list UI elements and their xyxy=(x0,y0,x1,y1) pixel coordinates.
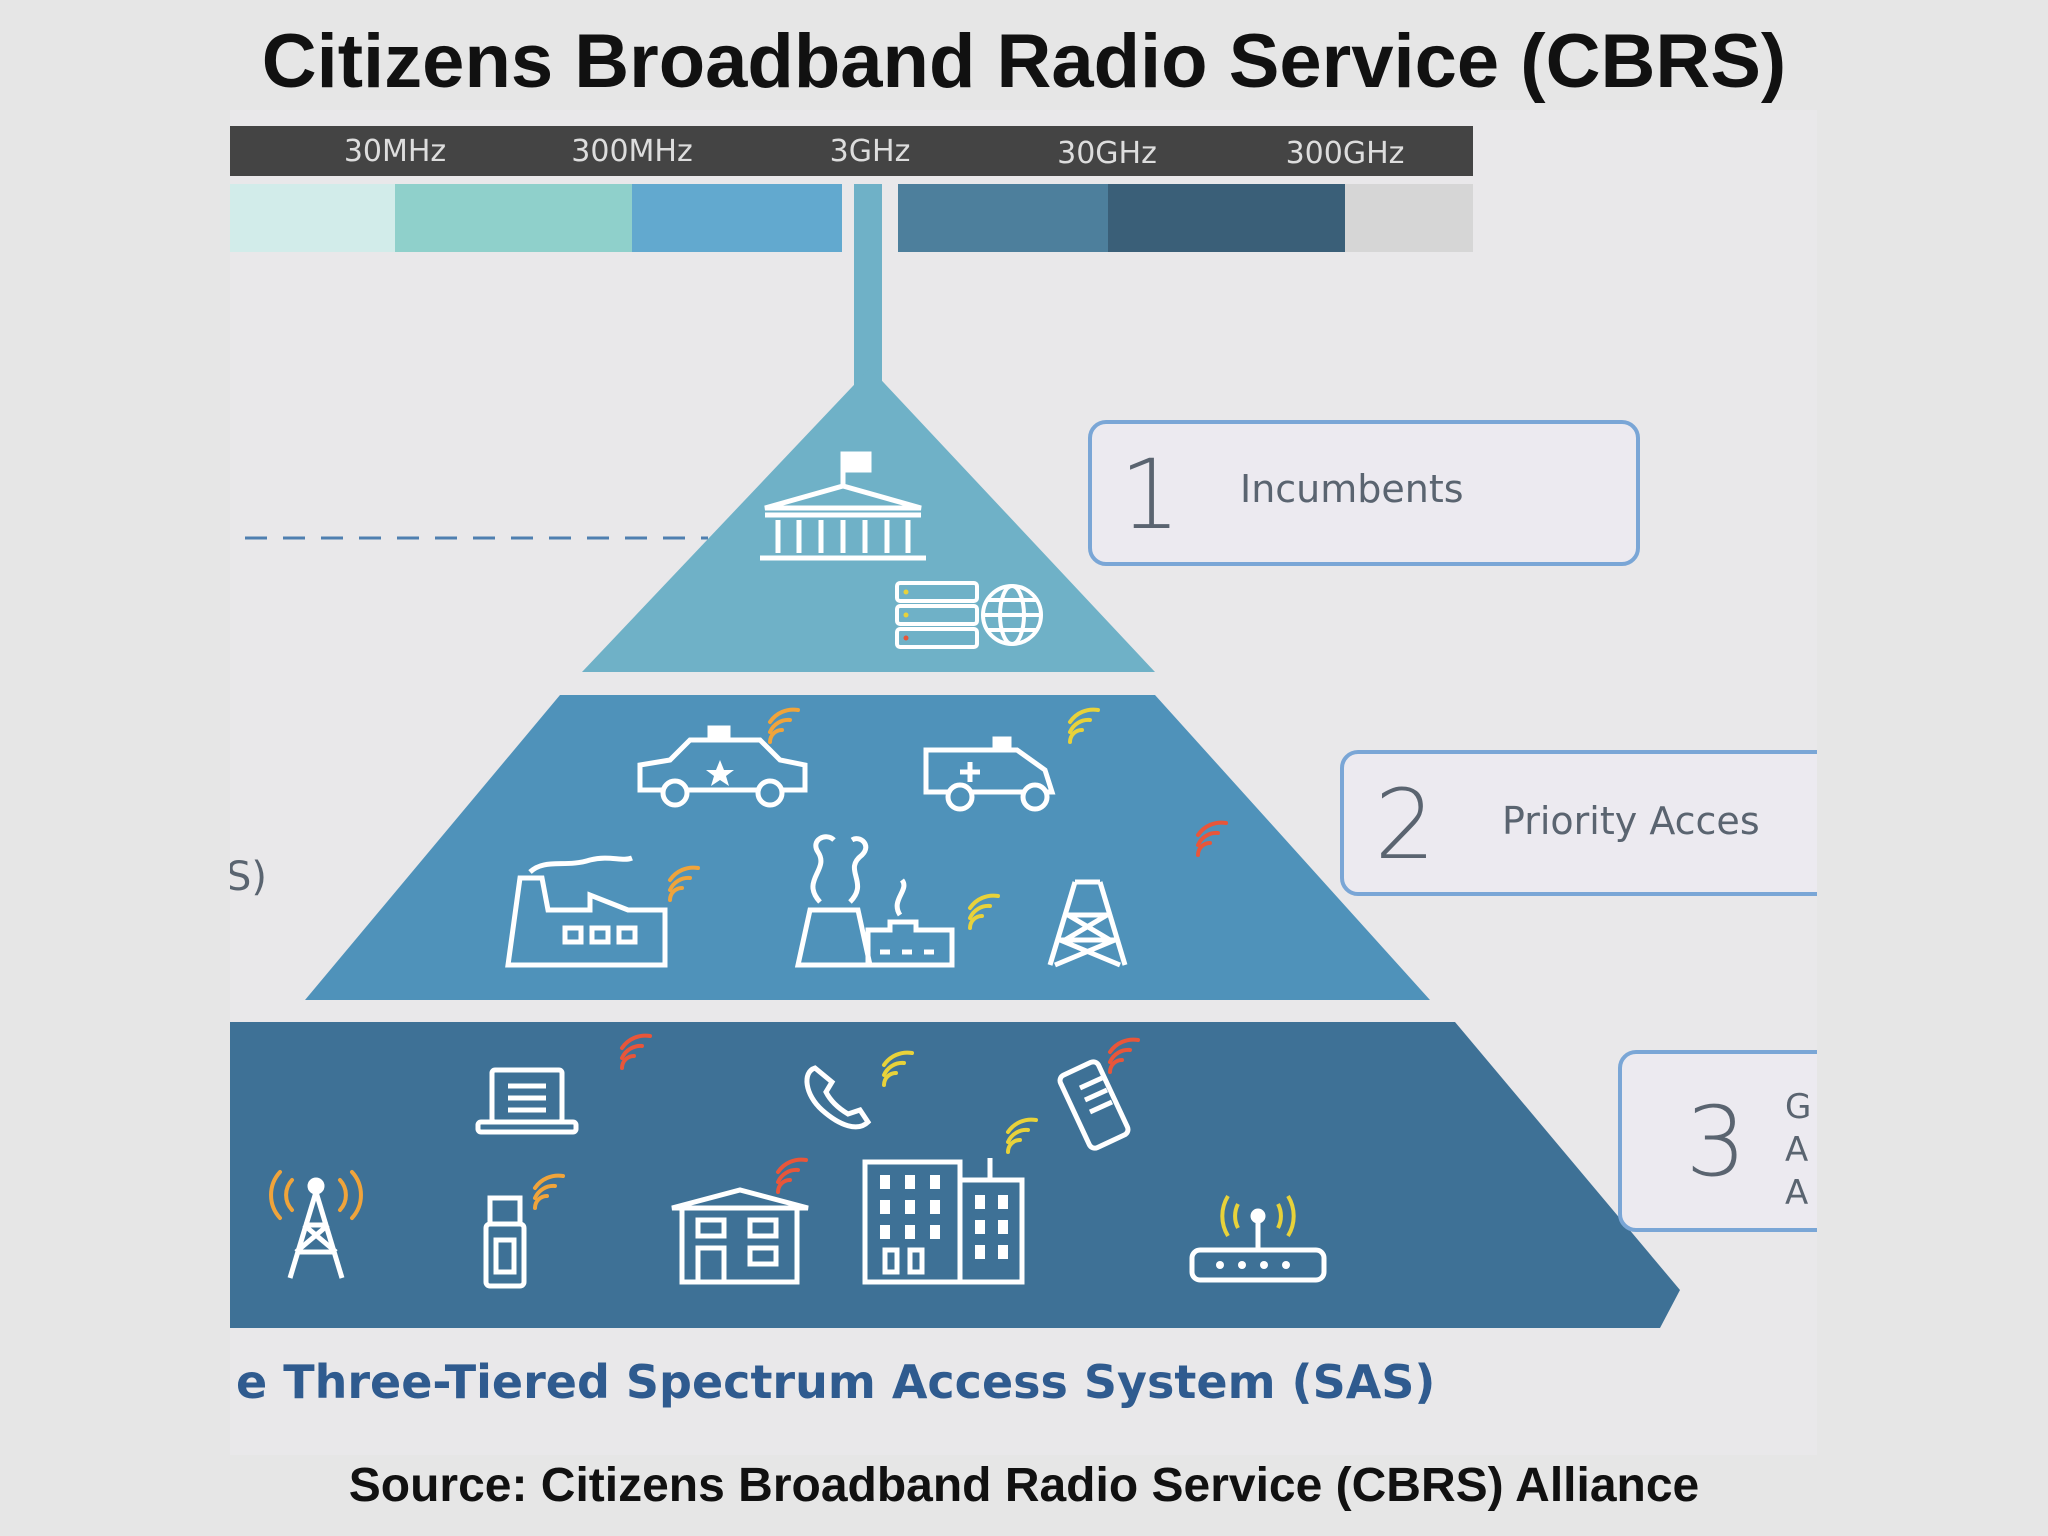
signal-wave-icon xyxy=(1108,1037,1140,1074)
signal-wave-icon xyxy=(668,865,700,902)
cbrs-infographic: 30MHz 300MHz 3GHz 30GHz 300GHz xyxy=(230,110,1817,1455)
signal-wave-icon xyxy=(768,707,800,744)
signal-wave-icon xyxy=(882,1050,914,1087)
cell-tower-icon xyxy=(287,1177,345,1279)
police-car-icon xyxy=(637,725,808,808)
signal-wave-icon xyxy=(533,1173,565,1210)
tier-2-callout: 2 Priority Acces xyxy=(1340,750,1817,896)
tier-1-number: 1 xyxy=(1119,439,1180,551)
left-cut-fragment: S) xyxy=(230,854,267,900)
signal-wave-icons xyxy=(269,707,1228,1220)
spectrum-band xyxy=(632,184,842,252)
power-plant-icon xyxy=(794,834,955,968)
signal-wave-icon xyxy=(1068,707,1100,744)
tier-3-label-line-2: A xyxy=(1785,1130,1808,1170)
spectrum-stem xyxy=(854,184,882,386)
slide-title: Citizens Broadband Radio Service (CBRS) xyxy=(261,19,1787,104)
office-building-icon xyxy=(862,1158,1025,1285)
signal-wave-icon xyxy=(1196,820,1228,857)
spectrum-label-strip xyxy=(230,126,1473,176)
tier-2-label: Priority Acces xyxy=(1502,799,1760,843)
server-globe-icon xyxy=(895,581,1043,649)
signal-wave-icon xyxy=(620,1033,652,1070)
tier-1-callout: 1 Incumbents xyxy=(1088,420,1640,566)
spectrum-label-30ghz: 30GHz xyxy=(1057,136,1157,171)
signal-wave-icon xyxy=(968,893,1000,930)
signal-wave-icon xyxy=(269,1170,363,1220)
spectrum-band xyxy=(1345,184,1473,252)
signal-wave-icon xyxy=(1006,1117,1038,1154)
sas-caption: e Three-Tiered Spectrum Access System (S… xyxy=(236,1355,1435,1409)
spectrum-bar: 30MHz 300MHz 3GHz 30GHz 300GHz xyxy=(230,126,1473,252)
tier-3-number: 3 xyxy=(1685,1086,1746,1198)
usb-stick-icon xyxy=(483,1195,527,1289)
tier-3-label-line-1: G xyxy=(1785,1087,1811,1127)
house-icon xyxy=(671,1187,809,1285)
spectrum-label-30mhz: 30MHz xyxy=(344,134,446,169)
tier-3-callout: 3 G A A xyxy=(1618,1050,1817,1232)
tier-1-label: Incumbents xyxy=(1240,467,1464,511)
government-building-icon xyxy=(760,451,926,561)
tier-3-label-line-3: A xyxy=(1785,1173,1808,1213)
spectrum-band xyxy=(1108,184,1345,252)
spectrum-label-300ghz: 300GHz xyxy=(1286,136,1405,171)
ambulance-icon xyxy=(923,736,1056,812)
tier-2-number: 2 xyxy=(1374,769,1435,881)
spectrum-label-300mhz: 300MHz xyxy=(571,134,692,169)
signal-wave-icon xyxy=(776,1157,808,1194)
transmission-tower-icon xyxy=(1047,879,1128,968)
spectrum-band xyxy=(230,184,395,252)
tablet-icon xyxy=(1057,1059,1131,1151)
laptop-icon xyxy=(475,1067,579,1135)
spectrum-band xyxy=(395,184,632,252)
spectrum-band xyxy=(898,184,1108,252)
wifi-router-icon xyxy=(1189,1194,1327,1283)
phone-icon xyxy=(804,1065,872,1130)
source-line: Source: Citizens Broadband Radio Service… xyxy=(348,1459,1700,1512)
tier-1-triangle xyxy=(582,368,1155,672)
factory-icon xyxy=(505,855,668,968)
spectrum-label-3ghz: 3GHz xyxy=(830,134,911,169)
